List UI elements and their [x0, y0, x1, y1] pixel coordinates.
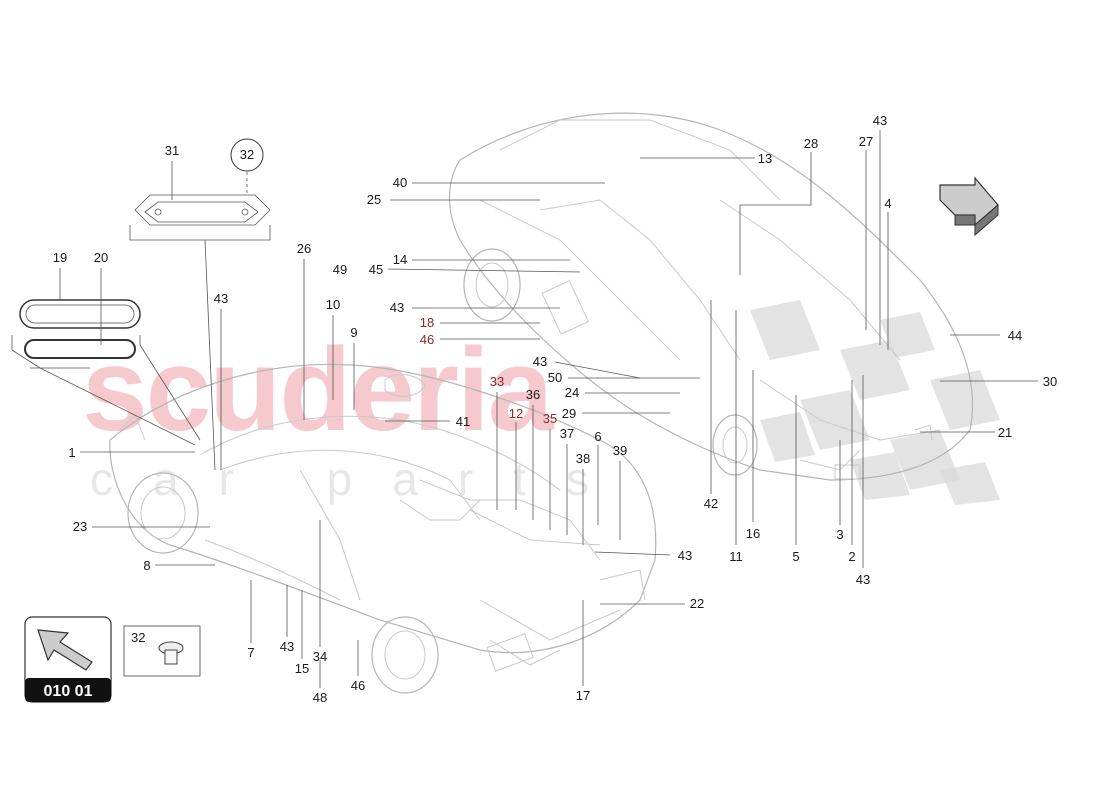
callout-24: 24	[565, 385, 579, 400]
callout-17: 17	[576, 688, 590, 703]
callout-38: 38	[576, 451, 590, 466]
callout-25: 25	[367, 192, 381, 207]
page-reference-badge[interactable]: 010 01	[24, 616, 112, 703]
callout-31: 31	[165, 143, 179, 158]
bolt-icon	[158, 641, 184, 665]
detail-32-circle	[230, 138, 264, 172]
leader-line-43	[594, 551, 671, 556]
callout-43: 43	[533, 354, 547, 369]
callout-11: 11	[729, 549, 743, 564]
car-rear-view-drawing	[109, 363, 657, 694]
callout-33: 33	[490, 374, 504, 389]
callout-41: 41	[456, 414, 470, 429]
callout-40: 40	[393, 175, 407, 190]
callout-43: 43	[280, 639, 294, 654]
scuderia-watermark: scuderia car parts	[82, 300, 1000, 505]
callout-2: 2	[848, 549, 855, 564]
leader-line-28	[739, 152, 812, 275]
callout-10: 10	[326, 297, 340, 312]
callout-9: 9	[350, 325, 357, 340]
callout-43: 43	[856, 572, 870, 587]
callout-16: 16	[746, 526, 760, 541]
callout-50: 50	[548, 370, 562, 385]
callout-13: 13	[758, 151, 772, 166]
leader-line-45	[387, 268, 581, 273]
page-code: 010 01	[44, 683, 93, 700]
callout-45: 45	[369, 262, 383, 277]
callout-15: 15	[295, 661, 309, 676]
callout-18: 18	[420, 315, 434, 330]
callout-46: 46	[351, 678, 365, 693]
bolt-detail-box: 32	[123, 625, 201, 677]
watermark-brand-text: scuderia	[82, 324, 555, 456]
callout-43: 43	[214, 291, 228, 306]
callout-35: 35	[543, 411, 557, 426]
bolt-detail-label: 32	[131, 630, 145, 645]
callout-28: 28	[804, 136, 818, 151]
callout-14: 14	[393, 252, 407, 267]
callout-39: 39	[613, 443, 627, 458]
callout-7: 7	[247, 645, 254, 660]
callout-37: 37	[560, 426, 574, 441]
car-front-view-drawing	[448, 112, 974, 481]
callout-43: 43	[390, 300, 404, 315]
callout-6: 6	[594, 429, 601, 444]
leader-line-43	[554, 361, 641, 379]
part-19-20-badges	[11, 299, 201, 446]
part-31-strip	[129, 194, 271, 471]
callout-44: 44	[1008, 328, 1022, 343]
callout-12: 12	[509, 406, 523, 421]
leader-lines	[59, 130, 1038, 688]
callout-42: 42	[704, 496, 718, 511]
callout-48: 48	[313, 690, 327, 705]
callout-36: 36	[526, 387, 540, 402]
watermark-sub-text: car parts	[90, 453, 629, 505]
callout-20: 20	[94, 250, 108, 265]
callout-1: 1	[68, 445, 75, 460]
callout-4: 4	[884, 196, 891, 211]
callout-32: 32	[240, 147, 254, 162]
direction-arrow-icon	[939, 176, 999, 237]
callout-3: 3	[836, 527, 843, 542]
callout-43: 43	[873, 113, 887, 128]
callout-22: 22	[690, 596, 704, 611]
callout-23: 23	[73, 519, 87, 534]
callout-8: 8	[143, 558, 150, 573]
callout-46: 46	[420, 332, 434, 347]
callout-27: 27	[859, 134, 873, 149]
callout-34: 34	[313, 649, 327, 664]
callout-43: 43	[678, 548, 692, 563]
callout-21: 21	[998, 425, 1012, 440]
callout-49: 49	[333, 262, 347, 277]
callout-26: 26	[297, 241, 311, 256]
callout-29: 29	[562, 406, 576, 421]
callout-19: 19	[53, 250, 67, 265]
callout-5: 5	[792, 549, 799, 564]
callout-30: 30	[1043, 374, 1057, 389]
back-arrow-icon	[37, 629, 93, 671]
